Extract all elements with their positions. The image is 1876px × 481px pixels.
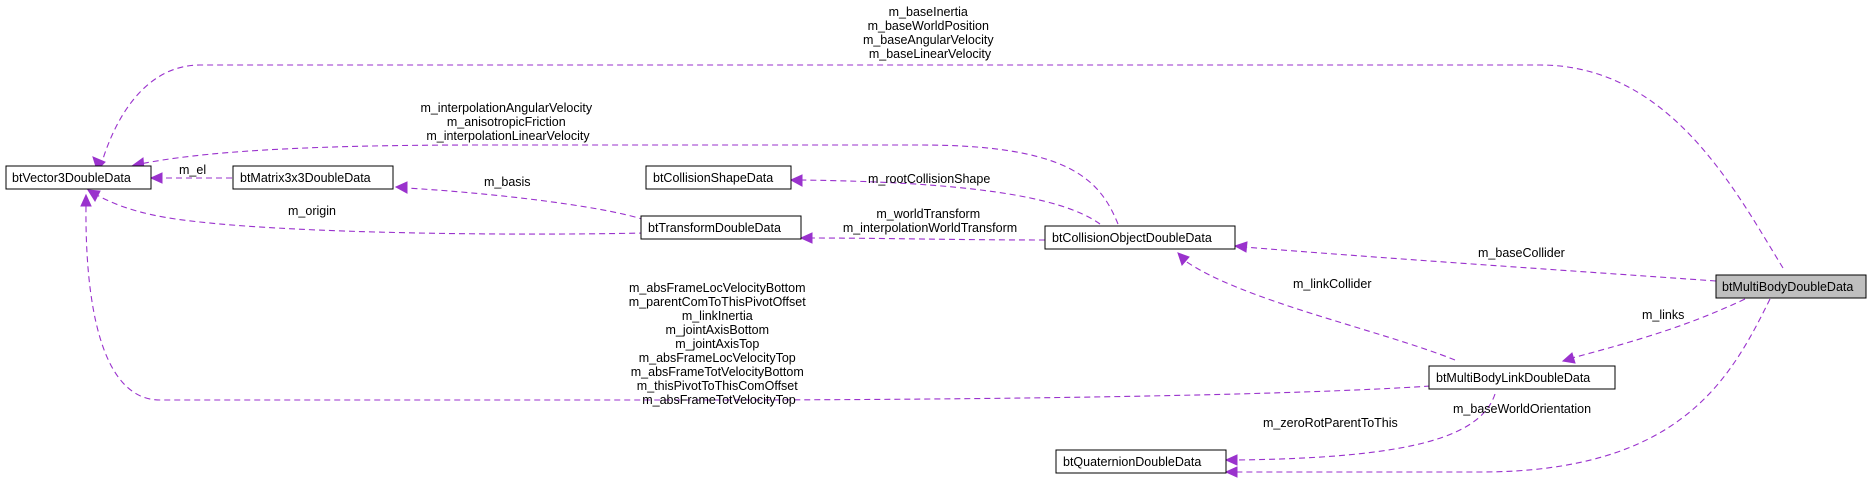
label-m-zerorotparenttothis: m_zeroRotParentToThis (1263, 416, 1398, 430)
edge-multibody-to-link (1561, 298, 1746, 364)
label-m-rootcollisionshape: m_rootCollisionShape (868, 172, 990, 186)
label-m-links: m_links (1642, 308, 1684, 322)
label-link-fields: m_absFrameLocVelocityBottom m_parentComT… (629, 281, 809, 407)
svg-text:btMatrix3x3DoubleData: btMatrix3x3DoubleData (240, 171, 371, 185)
label-m-baseworldorientation: m_baseWorldOrientation (1453, 402, 1591, 416)
edge-transform-to-vector3 (87, 189, 646, 235)
edge-transform-to-matrix (394, 181, 646, 221)
label-m-basecollider: m_baseCollider (1478, 246, 1565, 260)
node-btmultibodydoubledata[interactable]: btMultiBodyDoubleData (1715, 274, 1867, 299)
label-m-el: m_el (179, 163, 206, 177)
edge-link-to-collisionobject (1177, 252, 1456, 361)
svg-text:btVector3DoubleData: btVector3DoubleData (12, 171, 131, 185)
edge-collisionobject-to-shape (789, 174, 1101, 225)
svg-text:btMultiBodyLinkDoubleData: btMultiBodyLinkDoubleData (1436, 371, 1590, 385)
edge-multibody-to-quaternion (1224, 298, 1771, 478)
svg-text:btMultiBodyDoubleData: btMultiBodyDoubleData (1722, 280, 1853, 294)
edge-collisionobject-to-transform (799, 232, 1046, 244)
label-m-origin: m_origin (288, 204, 336, 218)
label-m-basis: m_basis (484, 175, 531, 189)
edge-link-to-quaternion (1224, 393, 1496, 466)
label-base-fields: m_baseInertia m_baseWorldPosition m_base… (863, 5, 997, 61)
svg-text:btCollisionShapeData: btCollisionShapeData (653, 171, 773, 185)
edge-multibody-to-collisionobject (1233, 241, 1717, 282)
svg-text:btQuaternionDoubleData: btQuaternionDoubleData (1063, 455, 1201, 469)
node-btmatrix3x3doubledata[interactable]: btMatrix3x3DoubleData (232, 165, 394, 190)
edge-matrix-to-vector3 (149, 172, 232, 184)
node-btvector3doubledata[interactable]: btVector3DoubleData (5, 165, 152, 190)
edge-link-to-vector3 (80, 193, 1431, 401)
svg-text:btCollisionObjectDoubleData: btCollisionObjectDoubleData (1052, 231, 1212, 245)
node-btmultibodylinkdoubledata[interactable]: btMultiBodyLinkDoubleData (1428, 365, 1616, 390)
label-worldtransform: m_worldTransform m_interpolationWorldTra… (843, 207, 1017, 235)
node-btcollisionobjectdoubledata[interactable]: btCollisionObjectDoubleData (1044, 225, 1236, 250)
label-interpolation-fields: m_interpolationAngularVelocity m_anisotr… (420, 101, 595, 143)
svg-text:btTransformDoubleData: btTransformDoubleData (648, 221, 781, 235)
node-bttransformdoubledata[interactable]: btTransformDoubleData (640, 215, 802, 240)
node-btcollisionshapedata[interactable]: btCollisionShapeData (645, 165, 792, 190)
label-m-linkcollider: m_linkCollider (1293, 277, 1372, 291)
node-btquaterniondoubledata[interactable]: btQuaternionDoubleData (1055, 449, 1227, 474)
